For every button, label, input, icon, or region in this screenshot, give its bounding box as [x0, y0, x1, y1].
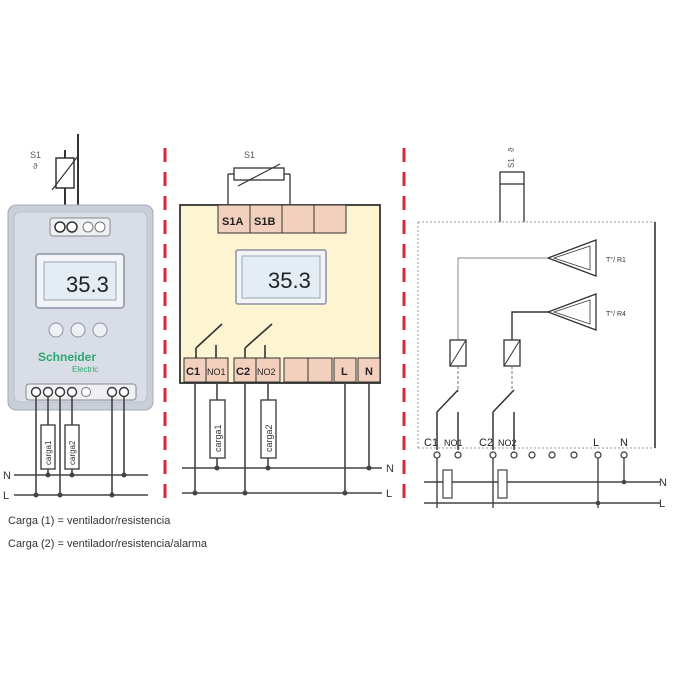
functional-terminals — [433, 451, 628, 459]
comparator-1: T°/ R1 — [546, 239, 626, 277]
line-label-functional: L — [659, 498, 665, 510]
load-1-label-schematic: carga1 — [213, 424, 223, 452]
sensor-label-functional: S1 — [507, 158, 516, 168]
load-2-device: carga2 — [64, 424, 80, 470]
functional-wiring — [424, 458, 660, 508]
sensor-s1-functional — [499, 171, 525, 185]
internal-relay-contacts — [195, 323, 273, 358]
device-top-terminals — [49, 217, 111, 237]
functional-control-wiring — [457, 257, 548, 340]
load-2-label: carga2 — [68, 440, 77, 465]
load-2-label-schematic: carga2 — [264, 424, 274, 452]
func-terminal-l: L — [593, 437, 599, 449]
junction-dots-functional — [595, 479, 627, 506]
terminal-l: L — [341, 366, 348, 378]
schematic-top-terminals: S1A S1B — [217, 204, 347, 234]
relay-switches — [436, 389, 515, 450]
terminal-c1: C1 — [186, 366, 200, 378]
schematic-display-value: 35.3 — [268, 268, 311, 293]
device-button-3[interactable] — [92, 322, 108, 338]
sensor-label: S1 — [30, 150, 41, 160]
func-terminal-c1: C1 — [424, 437, 438, 449]
func-terminal-no2: NO2 — [498, 438, 517, 448]
caption-load-2: Carga (2) = ventilador/resistencia/alarm… — [8, 538, 208, 550]
load-1-device: carga1 — [40, 424, 56, 470]
relay-coil-1 — [449, 339, 467, 367]
sensor-label-schematic: S1 — [244, 150, 255, 160]
func-terminal-c2: C2 — [479, 437, 493, 449]
terminal-s1b: S1B — [254, 216, 275, 228]
device-wiring — [14, 396, 148, 496]
schematic-bottom-terminals: C1 NO1 C2 NO2 L N — [183, 357, 381, 383]
sensor-s1-schematic — [233, 167, 285, 181]
func-terminal-no1: NO1 — [444, 438, 463, 448]
neutral-label-schematic: N — [386, 463, 394, 475]
panel-functional: S1 ϑ T°/ R1 T°/ R4 — [417, 147, 667, 510]
functional-enclosure — [417, 221, 655, 449]
device-button-2[interactable] — [70, 322, 86, 338]
brand-logo: Schneider — [38, 350, 96, 364]
panel-schematic: S1 S1A S1B 35.3 — [179, 150, 394, 500]
line-label-schematic: L — [386, 488, 392, 500]
sensor-symbol-functional: ϑ — [507, 147, 516, 152]
load-1-schematic: carga1 — [209, 399, 226, 459]
load-1-label: carga1 — [44, 440, 53, 465]
junction-dots-device — [33, 472, 127, 498]
device-display-value: 35.3 — [66, 272, 109, 297]
terminal-c2: C2 — [236, 366, 250, 378]
caption-load-1: Carga (1) = ventilador/resistencia — [8, 515, 171, 527]
functional-loads — [442, 469, 508, 499]
comparator-2: T°/ R4 — [546, 293, 626, 331]
sensor-symbol: ϑ — [33, 162, 38, 171]
terminal-no2: NO2 — [257, 367, 276, 377]
comparator-1-label: T°/ R1 — [606, 256, 626, 264]
line-label: L — [3, 490, 9, 502]
panel-device: S1 ϑ 35.3 Schneider Electric — [3, 134, 154, 502]
junction-dots-schematic — [192, 465, 372, 496]
terminal-n: N — [365, 366, 373, 378]
comparator-2-label: T°/ R4 — [606, 310, 626, 318]
relay-coil-2 — [503, 339, 521, 367]
terminal-s1a: S1A — [222, 216, 243, 228]
func-terminal-n: N — [620, 437, 628, 449]
neutral-label: N — [3, 470, 11, 482]
schematic-wiring — [182, 382, 382, 494]
terminal-no1: NO1 — [207, 367, 226, 377]
device-button-1[interactable] — [48, 322, 64, 338]
neutral-label-functional: N — [659, 477, 667, 489]
device-bottom-terminals — [25, 383, 137, 401]
brand-sub: Electric — [72, 365, 98, 374]
load-2-schematic: carga2 — [260, 399, 277, 459]
